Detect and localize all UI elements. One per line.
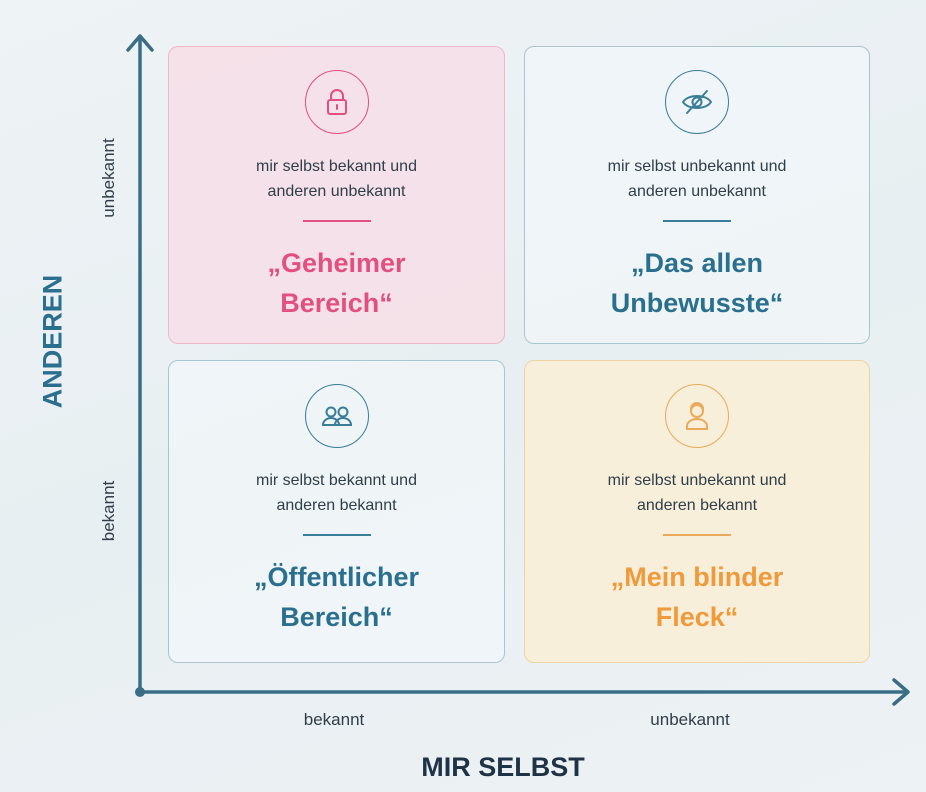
- quadrant-title: „Das allen Unbewusste“: [610, 248, 784, 318]
- y-axis-label-unbekannt: unbekannt: [99, 138, 118, 218]
- axis-origin: [135, 687, 145, 697]
- x-axis-label-unbekannt: unbekannt: [650, 710, 730, 729]
- x-axis-title: MIR SELBST: [421, 752, 585, 782]
- quadrant-mein-blinder-fleck: mir selbst unbekannt und anderen bekannt…: [524, 360, 870, 663]
- quadrant-description: mir selbst bekannt und anderen bekannt: [256, 472, 417, 514]
- divider: [302, 220, 371, 222]
- divider: [663, 534, 731, 536]
- y-axis-label-bekannt: bekannt: [99, 480, 118, 542]
- quadrant-title: „Geheimer Bereich“: [267, 248, 406, 318]
- quadrant-description: mir selbst unbekannt und anderen unbekan…: [607, 158, 787, 200]
- quadrant-title: „Mein blinder Fleck“: [610, 562, 784, 632]
- quadrant-description: mir selbst unbekannt und anderen bekannt: [607, 472, 787, 514]
- lock-icon: [304, 70, 369, 134]
- quadrant-title: „Öffentlicher Bereich“: [253, 562, 420, 632]
- divider: [663, 220, 731, 222]
- quadrant-geheimer-bereich: mir selbst bekannt und anderen unbekannt…: [168, 46, 505, 344]
- eye-slash-icon: [665, 70, 729, 134]
- quadrant-das-allen-unbewusste: mir selbst unbekannt und anderen unbekan…: [524, 46, 870, 344]
- quadrant-description: mir selbst bekannt und anderen unbekannt: [256, 158, 417, 200]
- people-icon: [304, 384, 369, 448]
- y-axis-arrow: [126, 34, 154, 52]
- y-axis-title: ANDEREN: [37, 274, 68, 409]
- x-axis-arrow: [892, 678, 910, 706]
- divider: [302, 534, 371, 536]
- person-icon: [665, 384, 729, 448]
- x-axis-label-bekannt: bekannt: [303, 710, 365, 729]
- quadrant-oeffentlicher-bereich: mir selbst bekannt und anderen bekannt „…: [168, 360, 505, 663]
